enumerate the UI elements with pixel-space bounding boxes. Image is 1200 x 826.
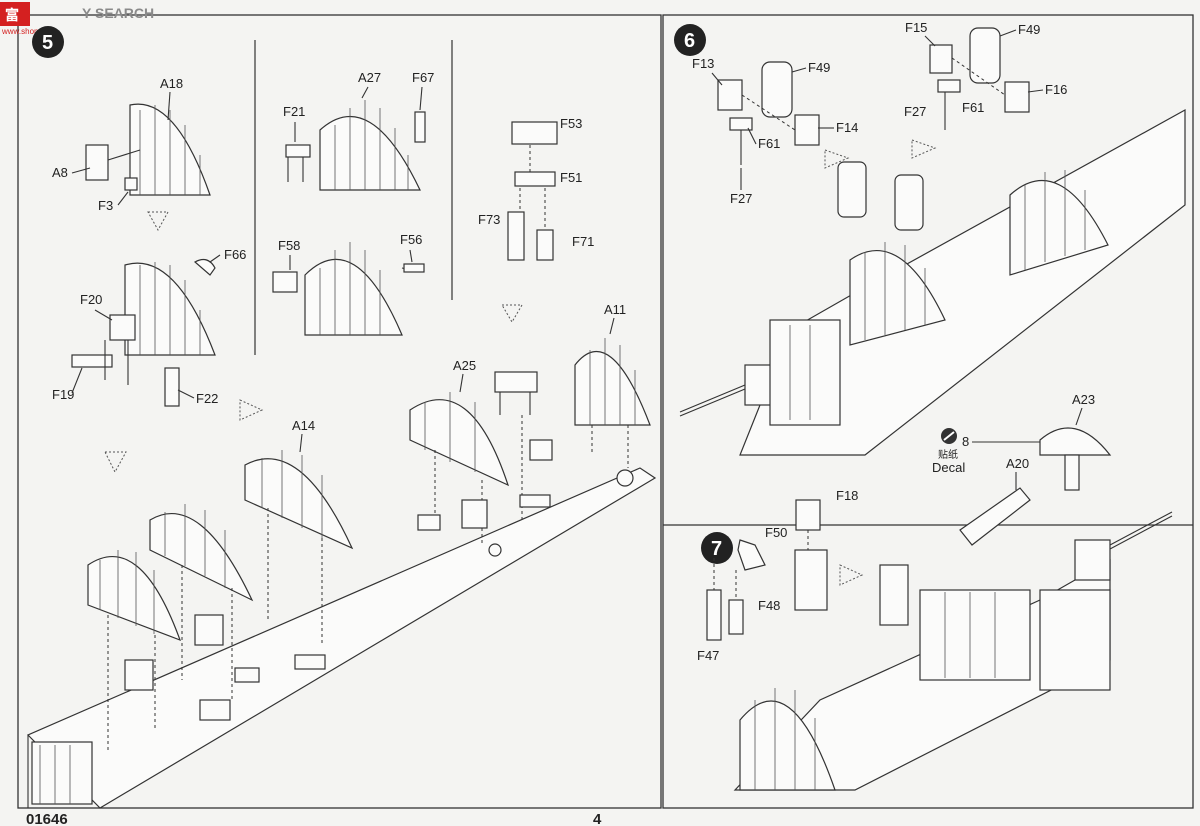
label-f49-a: F49 <box>808 60 830 75</box>
flow-arrow-icon <box>147 211 169 232</box>
bulkhead-front <box>87 550 182 750</box>
step6-number: 6 <box>684 30 695 52</box>
label-a27: A27 <box>358 70 381 85</box>
label-f61-b: F61 <box>962 100 984 115</box>
label-a23: A23 <box>1072 392 1095 407</box>
watermark-sub-text: www.shop.com <box>1 27 56 36</box>
label-f58: F58 <box>278 238 300 253</box>
decal-number: 8 <box>962 434 969 449</box>
label-a25: A25 <box>453 358 476 373</box>
console-f18 <box>794 499 828 611</box>
flow-arrow-icon <box>501 304 523 323</box>
bulkhead-mid <box>149 504 254 700</box>
bracket-assembly <box>507 121 558 261</box>
console-f50 <box>706 539 766 641</box>
label-a8: A8 <box>52 165 68 180</box>
decal-icon <box>941 428 957 444</box>
label-f27-b: F27 <box>904 104 926 119</box>
step5-badge <box>32 26 64 58</box>
flow-arrow-icon <box>911 139 937 159</box>
panel-a23 <box>1039 427 1112 491</box>
label-a18: A18 <box>160 76 183 91</box>
flow-arrow-icon <box>839 564 864 586</box>
step7-badge <box>701 532 733 564</box>
label-f56: F56 <box>400 232 422 247</box>
bulkhead-a18 <box>85 91 211 196</box>
label-f13: F13 <box>692 56 714 71</box>
watermark-site-text: Y SEARCH <box>82 5 154 21</box>
step5-section: 5 A18 A8 F3 <box>26 26 657 809</box>
label-f71: F71 <box>572 234 594 249</box>
label-f15: F15 <box>905 20 927 35</box>
step7-number: 7 <box>711 538 722 560</box>
step7-section: 7 F50 F48 F47 F18 <box>697 488 1173 791</box>
label-f3: F3 <box>98 198 113 213</box>
label-f16: F16 <box>1045 82 1067 97</box>
flow-arrow-icon <box>104 451 127 474</box>
flow-arrow-icon <box>239 399 264 421</box>
label-f48: F48 <box>758 598 780 613</box>
label-f50: F50 <box>765 525 787 540</box>
kit-number: 01646 <box>26 811 68 826</box>
label-f61-a: F61 <box>758 136 780 151</box>
label-f14: F14 <box>836 120 858 135</box>
label-f22: F22 <box>196 391 218 406</box>
label-f73: F73 <box>478 212 500 227</box>
floor-details <box>124 439 634 721</box>
label-f51: F51 <box>560 170 582 185</box>
bulkhead-a14 <box>244 450 354 645</box>
step6-section: 6 F13 F49 F14 F61 F27 F15 F49 F16 <box>674 20 1186 546</box>
label-f47: F47 <box>697 648 719 663</box>
flow-arrow-icon <box>824 149 850 169</box>
bulkhead-a11 <box>574 338 651 468</box>
label-f27-a: F27 <box>730 191 752 206</box>
label-f18: F18 <box>836 488 858 503</box>
step5-frame <box>17 14 662 809</box>
step5-number: 5 <box>42 32 53 54</box>
label-a14: A14 <box>292 418 315 433</box>
bulkhead-a25 <box>409 371 538 545</box>
bulkhead-a27 <box>285 100 426 191</box>
panel-frames <box>17 14 1194 809</box>
bulkhead-a27-assembled <box>272 242 425 336</box>
label-f21: F21 <box>283 104 305 119</box>
label-f66: F66 <box>224 247 246 262</box>
fuselage-step7 <box>733 511 1173 791</box>
decal-label-en: Decal <box>932 460 965 475</box>
decal-label-cn: 贴纸 <box>938 448 958 461</box>
cockpit-floor <box>26 467 657 809</box>
label-f49-b: F49 <box>1018 22 1040 37</box>
label-a11: A11 <box>604 302 626 317</box>
watermark-logo-box <box>0 2 30 26</box>
bulkhead-a18-assembled <box>71 258 216 407</box>
panel-a20 <box>959 487 1031 546</box>
seat-exploded-1 <box>717 61 820 165</box>
step6-7-frame <box>662 14 1194 809</box>
seat-exploded-2 <box>929 27 1030 130</box>
label-f19: F19 <box>52 387 74 402</box>
fuselage-step6 <box>679 108 1186 456</box>
watermark-logo-text: 富 <box>5 7 19 23</box>
watermark: 富 Y SEARCH www.shop.com <box>0 2 154 36</box>
label-f20: F20 <box>80 292 102 307</box>
label-f53: F53 <box>560 116 582 131</box>
step6-badge <box>674 24 706 56</box>
page-number: 4 <box>593 811 602 826</box>
label-a20: A20 <box>1006 456 1029 471</box>
label-f67: F67 <box>412 70 434 85</box>
